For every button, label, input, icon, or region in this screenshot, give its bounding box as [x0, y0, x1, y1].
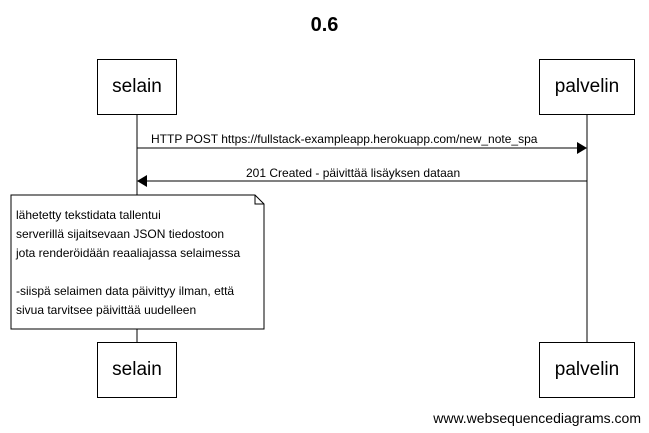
participant-label: selain — [112, 76, 162, 97]
arrowhead-2 — [137, 175, 147, 187]
participant-selain-top: selain — [97, 59, 177, 115]
participant-label: selain — [112, 359, 162, 380]
participant-palvelin-top: palvelin — [539, 59, 635, 115]
note-line: serverillä sijaitsevaan JSON tiedostoon — [16, 227, 225, 241]
participant-palvelin-bottom: palvelin — [539, 342, 635, 398]
message-label-2: 201 Created - päivittää lisäyksen dataan — [246, 166, 461, 180]
diagram-title: 0.6 — [310, 14, 339, 36]
message-label-1: HTTP POST https://fullstack-exampleapp.h… — [151, 132, 538, 146]
participant-selain-bottom: selain — [97, 342, 177, 398]
note-text: lähetetty tekstidata tallentui serverill… — [16, 206, 240, 320]
arrowhead-1 — [577, 142, 587, 154]
note-box — [10, 194, 265, 330]
note-fold — [254, 195, 264, 205]
note-line: lähetetty tekstidata tallentui — [16, 208, 161, 222]
participant-label: palvelin — [554, 359, 620, 380]
participant-label: palvelin — [554, 76, 620, 97]
note-line: -siispä selaimen data päivittyy ilman, e… — [16, 284, 235, 298]
note-line: jota renderöidään reaaliajassa selaimess… — [16, 246, 241, 260]
note-line: sivua tarvitsee päivittää uudelleen — [16, 303, 197, 317]
note-line — [16, 263, 240, 282]
footer-link[interactable]: www.websequencediagrams.com — [433, 410, 641, 426]
